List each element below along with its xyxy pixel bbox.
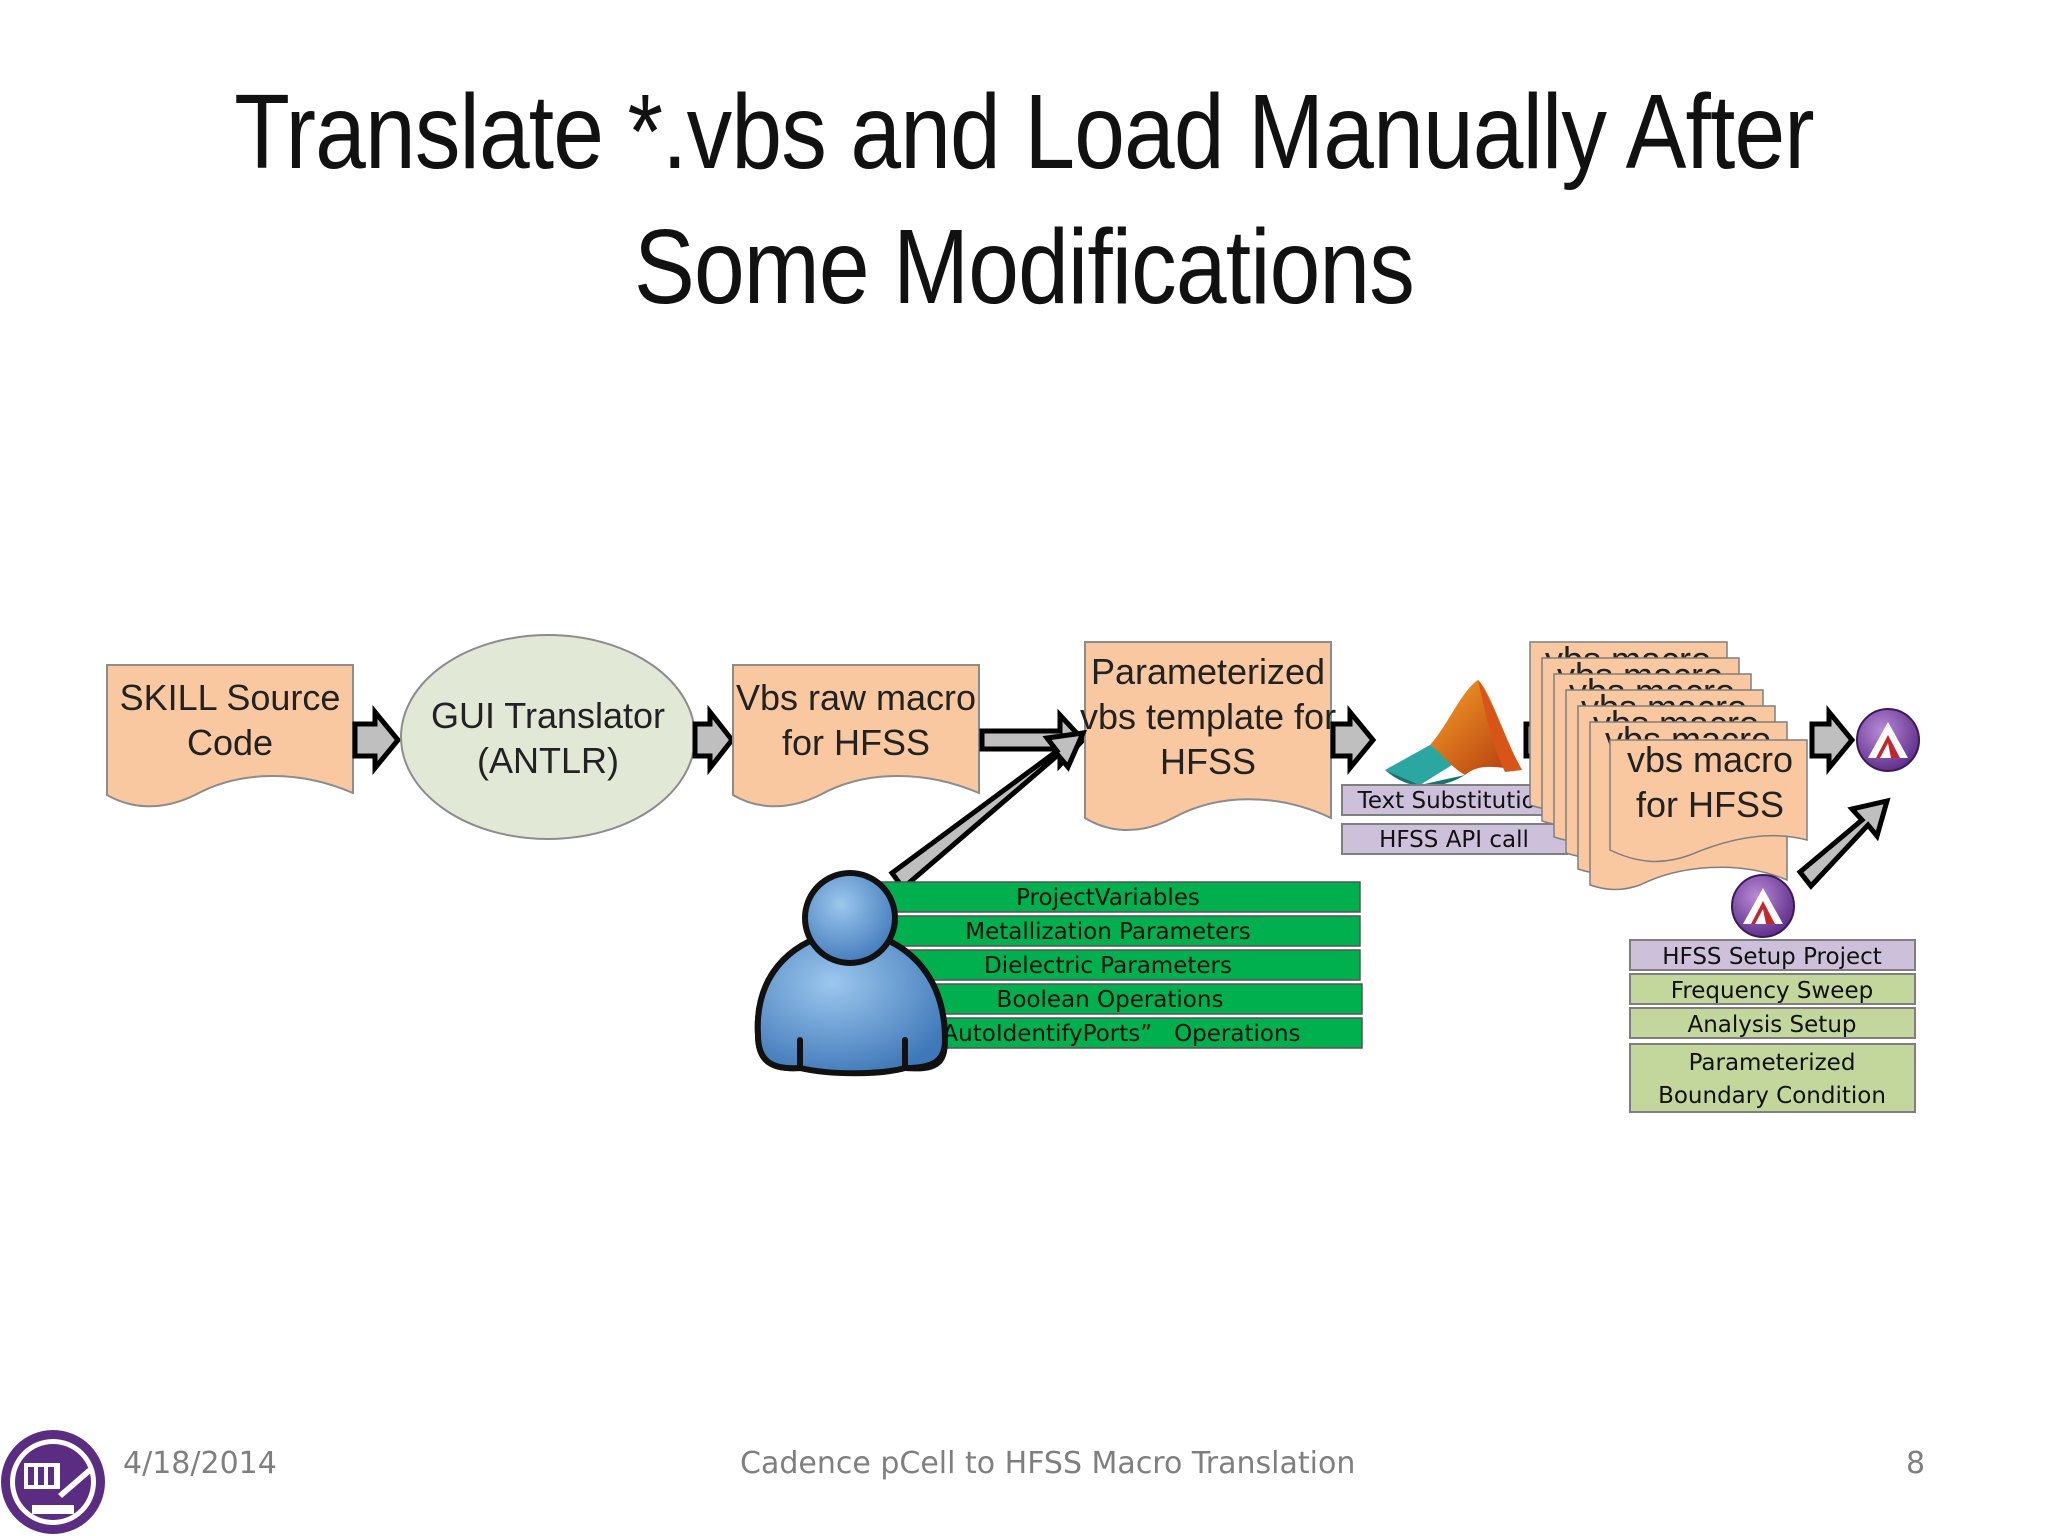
skill-line-2: Code [187,722,273,763]
arrow-skill-to-gui [352,705,402,775]
param-dielectric: Dielectric Parameters [984,953,1232,979]
matlab-logo-icon [1385,680,1522,787]
gui-translator-node: GUI Translator (ANTLR) [400,634,696,840]
param-bar-2 [859,915,1361,947]
param-autoidentify: “AutoIdentifyPorts” Operations [933,1021,1300,1047]
arrow-template-to-matlab [1330,705,1377,775]
boundary-condition-box [1629,1043,1916,1113]
arrow-macros-to-hfss [1809,705,1856,775]
hfss-api-call-label: HFSS API call [1379,827,1529,853]
slide-title: Translate *.vbs and Load Manually After … [143,65,1904,335]
arrow-gui-to-vbs [692,704,736,776]
frequency-sweep-box [1629,973,1916,1005]
param-bar-3 [859,949,1361,981]
param-boolean: Boolean Operations [997,987,1224,1013]
user-parameter-list: ProjectVariables Metallization Parameter… [859,881,1363,1049]
param-metallization: Metallization Parameters [965,919,1250,945]
parameterized-template-node: Parameterized vbs template for HFSS [1080,641,1336,831]
param-bar-1 [859,881,1361,913]
footer-title: Cadence pCell to HFSS Macro Translation [740,1446,1356,1481]
hfss-setup-list: HFSS Setup Project Frequency Sweep Analy… [1629,939,1916,1113]
analysis-setup-label: Analysis Setup [1687,1012,1856,1038]
macro-line-2: for HFSS [1636,784,1784,825]
skill-line-1: SKILL Source [120,677,341,718]
gui-line-2: (ANTLR) [477,740,619,781]
arrow-user-to-template [888,729,1088,892]
hfss-logo-lower-icon [1731,874,1795,938]
analysis-setup-box [1629,1007,1916,1039]
vbs-macro-stack: vbs macro vbs macro vbs macro vbs macro … [1529,639,1808,891]
gui-line-1: GUI Translator [431,695,665,736]
university-seal-icon [1,1430,105,1534]
hfss-logo-icon [1856,708,1920,772]
boundary-line-1: Parameterized [1689,1050,1856,1076]
footer-date: 4/18/2014 [123,1446,277,1481]
skill-source-code-node: SKILL Source Code [106,664,354,808]
vbs-raw-line-2: for HFSS [782,722,930,763]
hfss-setup-project-label: HFSS Setup Project [1662,944,1882,970]
vbs-macro-final-node: vbs macro for HFSS [1609,739,1808,863]
frequency-sweep-label: Frequency Sweep [1671,978,1873,1004]
vbs-raw-macro-node: Vbs raw macro for HFSS [732,664,980,808]
title-line-2: Some Modifications [634,208,1415,326]
title-line-1: Translate *.vbs and Load Manually After [234,73,1814,191]
page-number: 8 [1906,1446,1926,1481]
user-icon [754,870,948,1077]
template-line-3: HFSS [1160,741,1256,782]
template-line-1: Parameterized [1091,651,1325,692]
boundary-line-2: Boundary Condition [1658,1083,1886,1109]
arrow-setup-to-hfss [1796,797,1891,890]
template-line-2: vbs template for [1080,696,1336,737]
param-project-variables: ProjectVariables [1016,885,1200,911]
vbs-raw-line-1: Vbs raw macro [736,677,976,718]
text-substitution-label: Text Substitution [1357,788,1551,814]
hfss-setup-project-box [1629,939,1916,971]
macro-line-1: vbs macro [1627,739,1793,780]
matlab-labels: Text Substitution HFSS API call [1341,784,1568,855]
